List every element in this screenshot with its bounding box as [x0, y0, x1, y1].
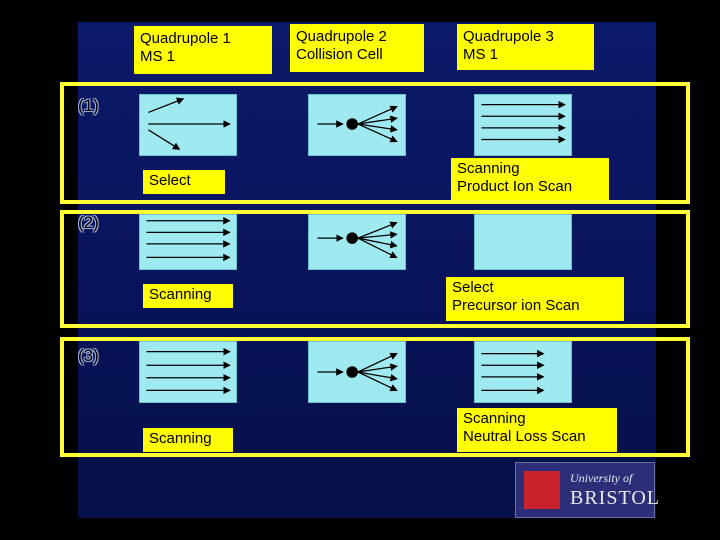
logo-line-2: BRISTOL: [570, 487, 660, 509]
crest-icon: [524, 471, 560, 509]
row-2-q2-diagram: [308, 214, 406, 270]
row-1-q2-diagram: [308, 94, 406, 156]
logo-line-1: University of: [570, 471, 633, 485]
parallel-arrows-icon: [481, 349, 545, 395]
row-1-q3-diagram: [474, 94, 572, 156]
diverging-arrows-icon: [147, 97, 231, 150]
row-2-q1-mode-label: Scanning: [143, 284, 233, 308]
row-3-frame: [60, 337, 690, 457]
row-1-number: (1): [78, 96, 99, 115]
parallel-arrows-icon: [481, 100, 566, 144]
row-3-number: (3): [78, 346, 99, 365]
fragmentation-icon: [317, 352, 398, 392]
row-1-frame: [60, 82, 690, 204]
row-2-scan-type-label: Select Precursor ion Scan: [446, 277, 624, 321]
row-1-scan-type-label: Scanning Product Ion Scan: [451, 158, 609, 200]
university-logo: University of BRISTOL: [515, 462, 659, 518]
header-quadrupole-1: Quadrupole 1 MS 1: [134, 26, 272, 74]
fragmentation-icon: [317, 105, 398, 143]
parallel-arrows-icon: [146, 217, 231, 262]
row-3-q2-diagram: [308, 341, 406, 403]
row-1-q1-mode-label: Select: [143, 170, 225, 194]
row-2-q3-diagram: [474, 214, 572, 270]
header-quadrupole-3: Quadrupole 3 MS 1: [457, 24, 594, 70]
row-3-scan-type-label: Scanning Neutral Loss Scan: [457, 408, 617, 452]
row-2-q1-diagram: [139, 214, 237, 270]
row-1-q1-diagram: [139, 94, 237, 156]
header-quadrupole-2: Quadrupole 2 Collision Cell: [290, 24, 424, 72]
fragmentation-icon: [317, 221, 398, 258]
row-3-q3-diagram: [474, 341, 572, 403]
single-arrow-icon: [475, 215, 571, 269]
row-2-frame: [60, 210, 690, 328]
row-3-q1-mode-label: Scanning: [143, 428, 233, 452]
row-3-q1-diagram: [139, 341, 237, 403]
parallel-arrows-icon: [146, 347, 231, 395]
row-2-number: (2): [78, 213, 99, 232]
